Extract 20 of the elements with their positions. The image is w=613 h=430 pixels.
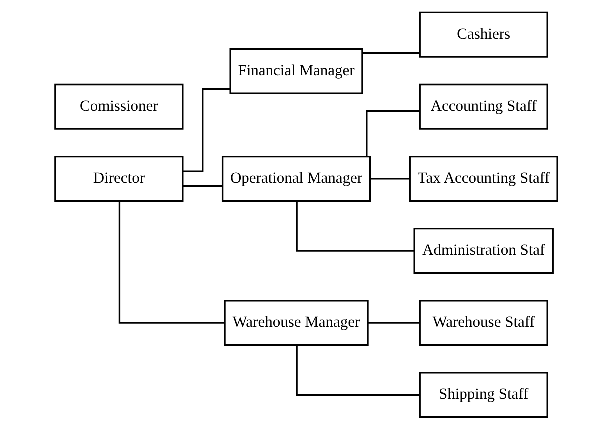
node-box: Director bbox=[54, 156, 184, 202]
connector bbox=[296, 201, 414, 252]
node-box: Operational Manager bbox=[222, 156, 372, 202]
connector bbox=[368, 322, 420, 324]
connector bbox=[370, 178, 410, 180]
node-box: Comissioner bbox=[54, 84, 184, 130]
node-box: Administration Staf bbox=[414, 228, 554, 274]
node-box: Accounting Staff bbox=[419, 84, 548, 130]
connector bbox=[118, 201, 225, 324]
connector bbox=[366, 110, 420, 156]
node-box: Shipping Staff bbox=[419, 372, 548, 418]
connector bbox=[362, 52, 420, 54]
node-box: Warehouse Staff bbox=[419, 300, 548, 346]
connector bbox=[183, 88, 230, 172]
connector bbox=[296, 345, 420, 396]
node-box: Financial Manager bbox=[230, 48, 364, 94]
connector bbox=[183, 186, 223, 188]
node-box: Cashiers bbox=[419, 12, 548, 58]
node-box: Warehouse Manager bbox=[224, 300, 369, 346]
node-box: Tax Accounting Staff bbox=[409, 156, 558, 202]
